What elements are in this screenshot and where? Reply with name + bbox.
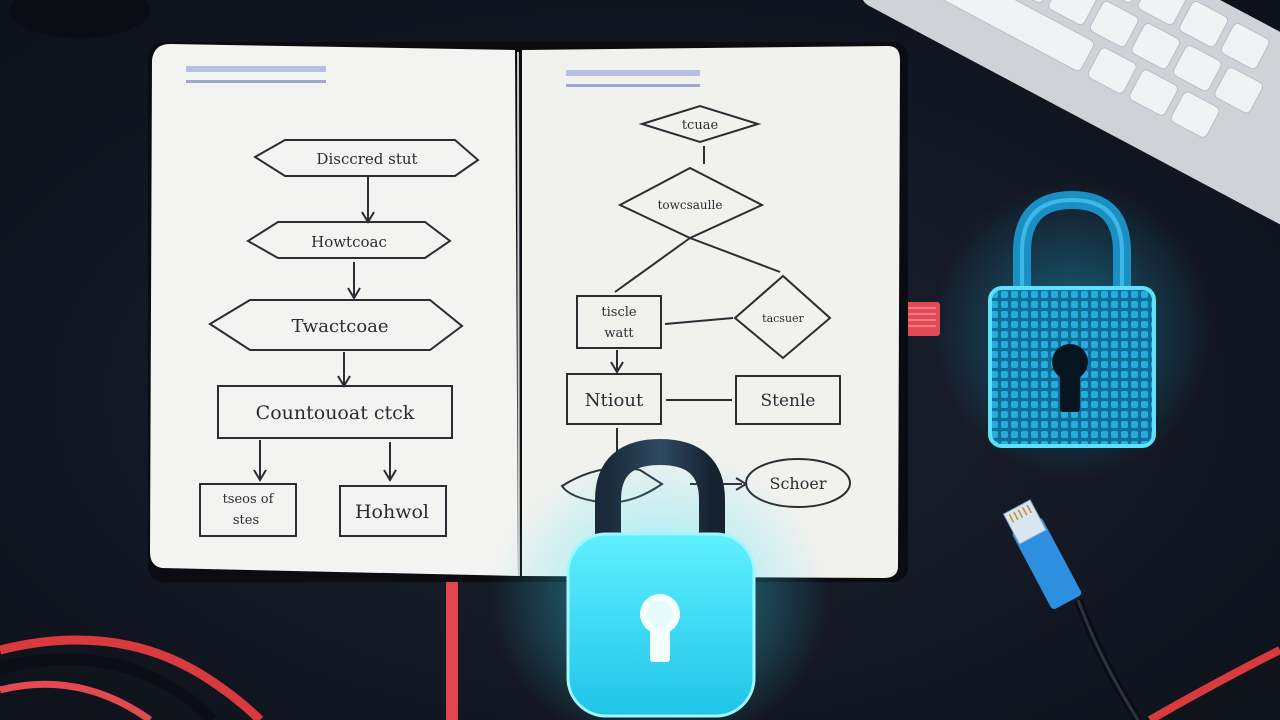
bookmark-tab xyxy=(904,302,940,336)
left-node-4-label: Countouoat ctck xyxy=(256,402,415,424)
padlock-icon xyxy=(490,438,830,720)
left-node-5b-label: stes xyxy=(233,513,259,528)
left-node-1-label: Disccred stut xyxy=(316,150,417,168)
bookmark-ribbon xyxy=(446,575,458,720)
ethernet-plug xyxy=(1002,499,1082,609)
left-node-6-shape xyxy=(339,485,447,537)
keyboard xyxy=(861,0,1280,240)
right-node-2-label: towcsaulle xyxy=(658,198,723,212)
left-flowchart xyxy=(199,139,480,537)
dark-object xyxy=(10,0,150,38)
left-node-1-shape xyxy=(253,139,480,177)
right-node-5-label: Ntiout xyxy=(585,390,644,411)
left-node-6-label: Hohwol xyxy=(355,501,429,523)
left-node-2-shape xyxy=(246,221,452,259)
right-node-1-shape xyxy=(638,104,762,144)
right-node-2-shape xyxy=(617,166,765,240)
left-node-5-shape xyxy=(199,483,297,537)
right-node-4-label: tacsuer xyxy=(762,312,804,325)
right-node-3-label: tiscle xyxy=(601,305,636,320)
right-node-4-shape xyxy=(733,274,832,360)
right-node-6-label: Stenle xyxy=(761,391,816,411)
right-node-5-shape xyxy=(566,373,662,425)
right-node-3b-label: watt xyxy=(604,326,634,341)
left-page xyxy=(150,44,518,576)
ethernet-cable xyxy=(1002,499,1142,720)
left-node-3-shape xyxy=(208,299,464,351)
side-padlock-icon xyxy=(932,180,1212,480)
right-node-1-label: tcuae xyxy=(682,118,719,133)
right-node-6-shape xyxy=(735,375,841,425)
left-node-2-label: Howtcoac xyxy=(311,233,387,251)
right-node-7-label: Schoer xyxy=(770,474,827,493)
left-node-4-shape xyxy=(217,385,453,439)
right-node-3-shape xyxy=(576,295,662,349)
left-node-3-label: Twactcoae xyxy=(291,316,388,337)
left-node-5-label: tseos of xyxy=(223,492,275,507)
cables xyxy=(0,635,1280,720)
